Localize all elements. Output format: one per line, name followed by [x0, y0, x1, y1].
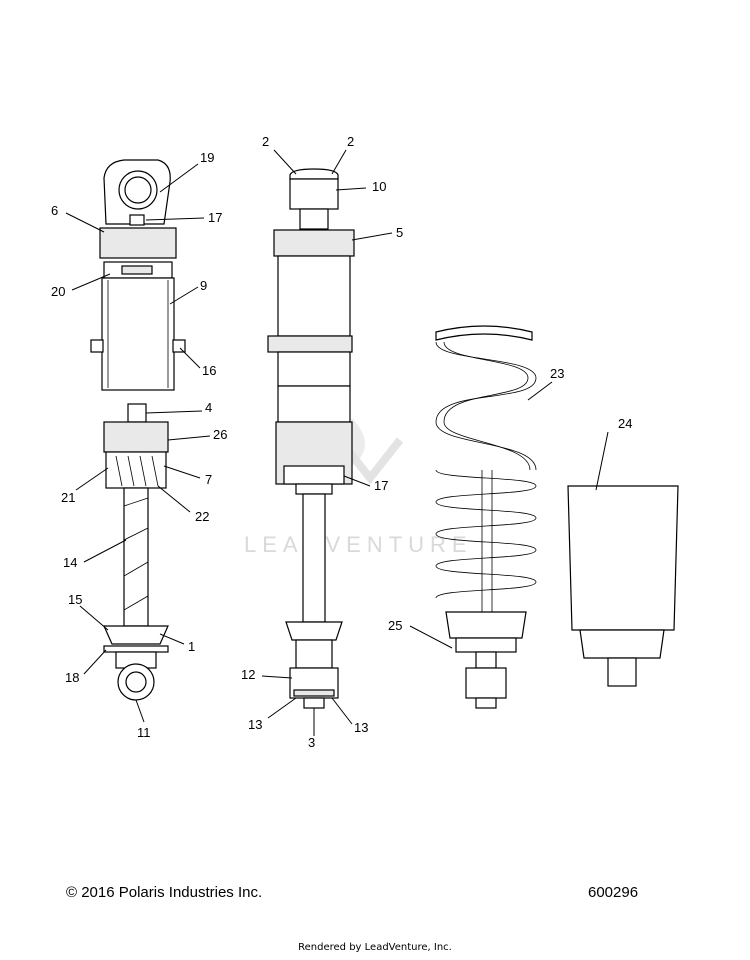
part-label-2a: 2 [262, 134, 269, 149]
part-label-25: 25 [388, 618, 402, 633]
center-shock-assembly [267, 168, 355, 709]
part-label-2b: 2 [347, 134, 354, 149]
part-label-10: 10 [372, 179, 386, 194]
part-label-7: 7 [205, 472, 212, 487]
part-label-13a: 13 [248, 717, 262, 732]
part-label-20: 20 [51, 284, 65, 299]
left-shock-assembly [90, 159, 186, 701]
shock-cover [567, 485, 679, 687]
watermark-text: LEADVENTURE [244, 532, 473, 557]
part-label-4: 4 [205, 400, 212, 415]
part-label-23: 23 [550, 366, 564, 381]
part-label-26: 26 [213, 427, 227, 442]
part-label-14: 14 [63, 555, 77, 570]
part-label-18: 18 [65, 670, 79, 685]
spring [435, 325, 537, 709]
part-labels: 19 6 17 20 9 16 4 26 7 21 22 14 15 1 18 … [51, 134, 632, 750]
part-label-5: 5 [396, 225, 403, 240]
part-label-16: 16 [202, 363, 216, 378]
part-label-21: 21 [61, 490, 75, 505]
part-label-13b: 13 [354, 720, 368, 735]
part-label-6: 6 [51, 203, 58, 218]
leader-lines [65, 149, 609, 736]
part-label-24: 24 [618, 416, 632, 431]
copyright-notice: © 2016 Polaris Industries Inc. [66, 884, 263, 901]
part-label-17: 17 [374, 478, 388, 493]
part-label-1: 1 [188, 639, 195, 654]
part-label-19: 17 [208, 210, 222, 225]
part-label-11: 11 [137, 725, 151, 740]
part-label-9: 9 [200, 278, 207, 293]
rendered-by-notice: Rendered by LeadVenture, Inc. [298, 942, 452, 953]
diagram-number: 600296 [588, 884, 639, 901]
part-label-12: 12 [241, 667, 255, 682]
part-label-22: 22 [195, 509, 209, 524]
part-label-3: 3 [308, 735, 315, 750]
part-label-15: 15 [68, 592, 82, 607]
part-label-8: 19 [200, 150, 214, 165]
